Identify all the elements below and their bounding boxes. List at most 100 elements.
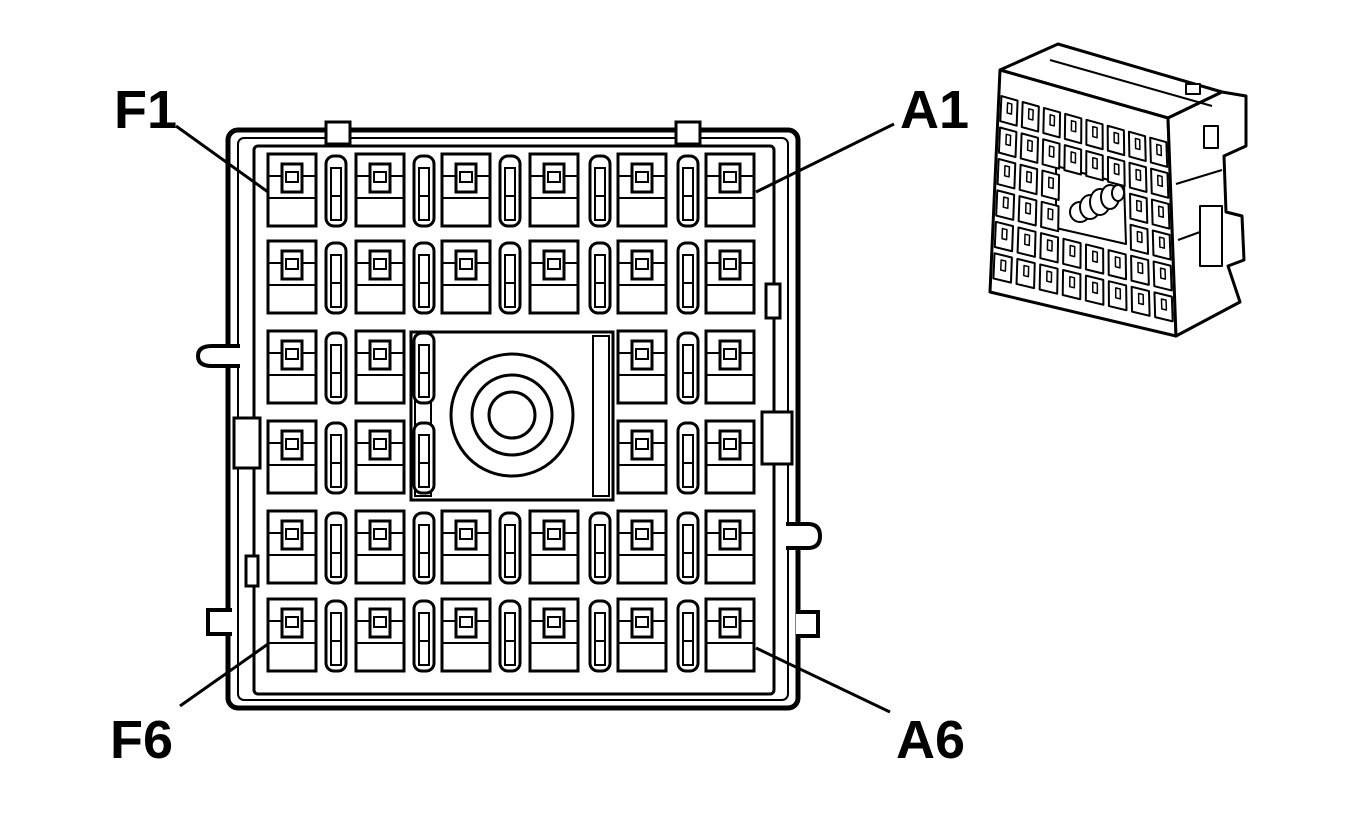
terminal-cavity	[616, 419, 668, 495]
terminal-cavity	[440, 152, 492, 228]
iso-cavity-terminal	[1023, 264, 1030, 278]
terminal-cavity	[266, 419, 318, 495]
label-f6: F6	[110, 710, 173, 770]
separator-slot	[498, 599, 522, 673]
terminal-cavity	[528, 239, 580, 315]
a1-leader-line	[755, 122, 895, 194]
iso-cavity-terminal	[1158, 236, 1166, 249]
separator-slot	[676, 331, 700, 405]
iso-cavity-terminal	[1113, 131, 1120, 145]
terminal-cavity-grid	[266, 152, 756, 673]
terminal-cavity	[354, 152, 406, 228]
terminal-cavity	[528, 597, 580, 673]
iso-cavity-terminal	[1046, 270, 1053, 283]
iso-cavity-terminal	[1137, 261, 1144, 275]
separator-slot	[324, 241, 348, 315]
iso-cavity-terminal	[1005, 133, 1012, 147]
separator-slot	[324, 154, 348, 228]
iso-cavity-terminal	[1135, 168, 1142, 182]
separator-slot	[676, 421, 700, 495]
iso-cavity-terminal	[1003, 164, 1011, 178]
iso-cavity-terminal	[1134, 137, 1141, 151]
iso-cavity-terminal	[1069, 275, 1076, 289]
iso-cavity-terminal	[1046, 239, 1053, 252]
right-key-tab	[786, 522, 823, 550]
right-clip	[760, 410, 794, 466]
iso-cavity-terminal	[1160, 298, 1168, 311]
terminal-cavity	[704, 509, 756, 585]
terminal-cavity	[354, 509, 406, 585]
iso-cavity-terminal	[1092, 281, 1099, 295]
connector-face-view	[195, 120, 823, 711]
right-foot-tab	[796, 610, 820, 638]
separator-slot	[676, 599, 700, 673]
iso-cavity-terminal	[1070, 151, 1077, 164]
terminal-cavity	[528, 509, 580, 585]
bolt-inner-ring	[487, 390, 537, 440]
terminal-cavity	[440, 597, 492, 673]
iso-cavity-terminal	[1159, 267, 1167, 280]
terminal-cavity	[440, 509, 492, 585]
iso-cavity-terminal	[1070, 119, 1077, 133]
terminal-cavity	[704, 329, 756, 405]
separator-slot	[412, 599, 436, 673]
separator-slot	[498, 241, 522, 315]
terminal-cavity	[616, 597, 668, 673]
left-key-tab	[195, 344, 240, 368]
left-small-clip	[244, 554, 260, 588]
separator-slot	[588, 241, 612, 315]
terminal-cavity	[616, 509, 668, 585]
iso-cavity-terminal	[1113, 162, 1120, 176]
iso-cavity-terminal	[1156, 174, 1164, 188]
terminal-cavity	[266, 152, 318, 228]
f6-leader-line	[179, 642, 269, 708]
top-latch-left	[324, 120, 352, 146]
iso-cavity-terminal	[1023, 233, 1031, 247]
label-f1: F1	[114, 80, 177, 140]
separator-slot	[588, 511, 612, 585]
label-a1: A1	[900, 80, 969, 140]
iso-cavity-terminal	[1069, 244, 1076, 258]
iso-cavity-terminal	[1001, 227, 1008, 241]
iso-cavity-terminal	[1137, 292, 1145, 306]
iso-cavity-terminal	[1092, 156, 1098, 170]
label-a6: A6	[896, 710, 965, 770]
terminal-cavity	[704, 597, 756, 673]
iso-cavity-terminal	[1047, 207, 1054, 221]
separator-slot	[498, 511, 522, 585]
iso-cavity-terminal	[1155, 143, 1163, 157]
terminal-cavity	[266, 597, 318, 673]
iso-bolt	[1069, 184, 1125, 223]
terminal-cavity	[616, 329, 668, 405]
terminal-cavity	[616, 152, 668, 228]
terminal-cavity	[266, 239, 318, 315]
iso-cavity-terminal	[1026, 139, 1034, 153]
iso-cavity-terminal	[1049, 113, 1056, 127]
a6-leader-line	[755, 646, 891, 714]
iso-cavity-terminal	[1114, 256, 1121, 269]
iso-cavity-terminal	[1135, 199, 1143, 213]
iso-cavity-terminal	[1000, 259, 1007, 272]
terminal-cavity	[354, 597, 406, 673]
separator-slot	[412, 511, 436, 585]
iso-cavity-terminal	[1002, 196, 1009, 210]
terminal-cavity	[704, 419, 756, 495]
terminal-cavity	[704, 152, 756, 228]
iso-cavity-terminal	[1048, 145, 1055, 158]
iso-cavity-terminal	[1092, 250, 1099, 263]
separator-slot	[412, 421, 436, 495]
terminal-cavity	[266, 509, 318, 585]
separator-slot	[324, 331, 348, 405]
terminal-cavity	[616, 239, 668, 315]
terminal-cavity	[354, 329, 406, 405]
terminal-cavity	[440, 239, 492, 315]
connector-isometric-view	[988, 42, 1248, 338]
separator-slot	[498, 154, 522, 228]
center-bolt-block	[409, 330, 615, 502]
iso-cavity-terminal	[1024, 202, 1032, 215]
separator-slot	[412, 331, 436, 405]
right-small-clip	[764, 282, 782, 320]
iso-cavity-terminal	[1006, 102, 1013, 115]
separator-slot	[588, 599, 612, 673]
